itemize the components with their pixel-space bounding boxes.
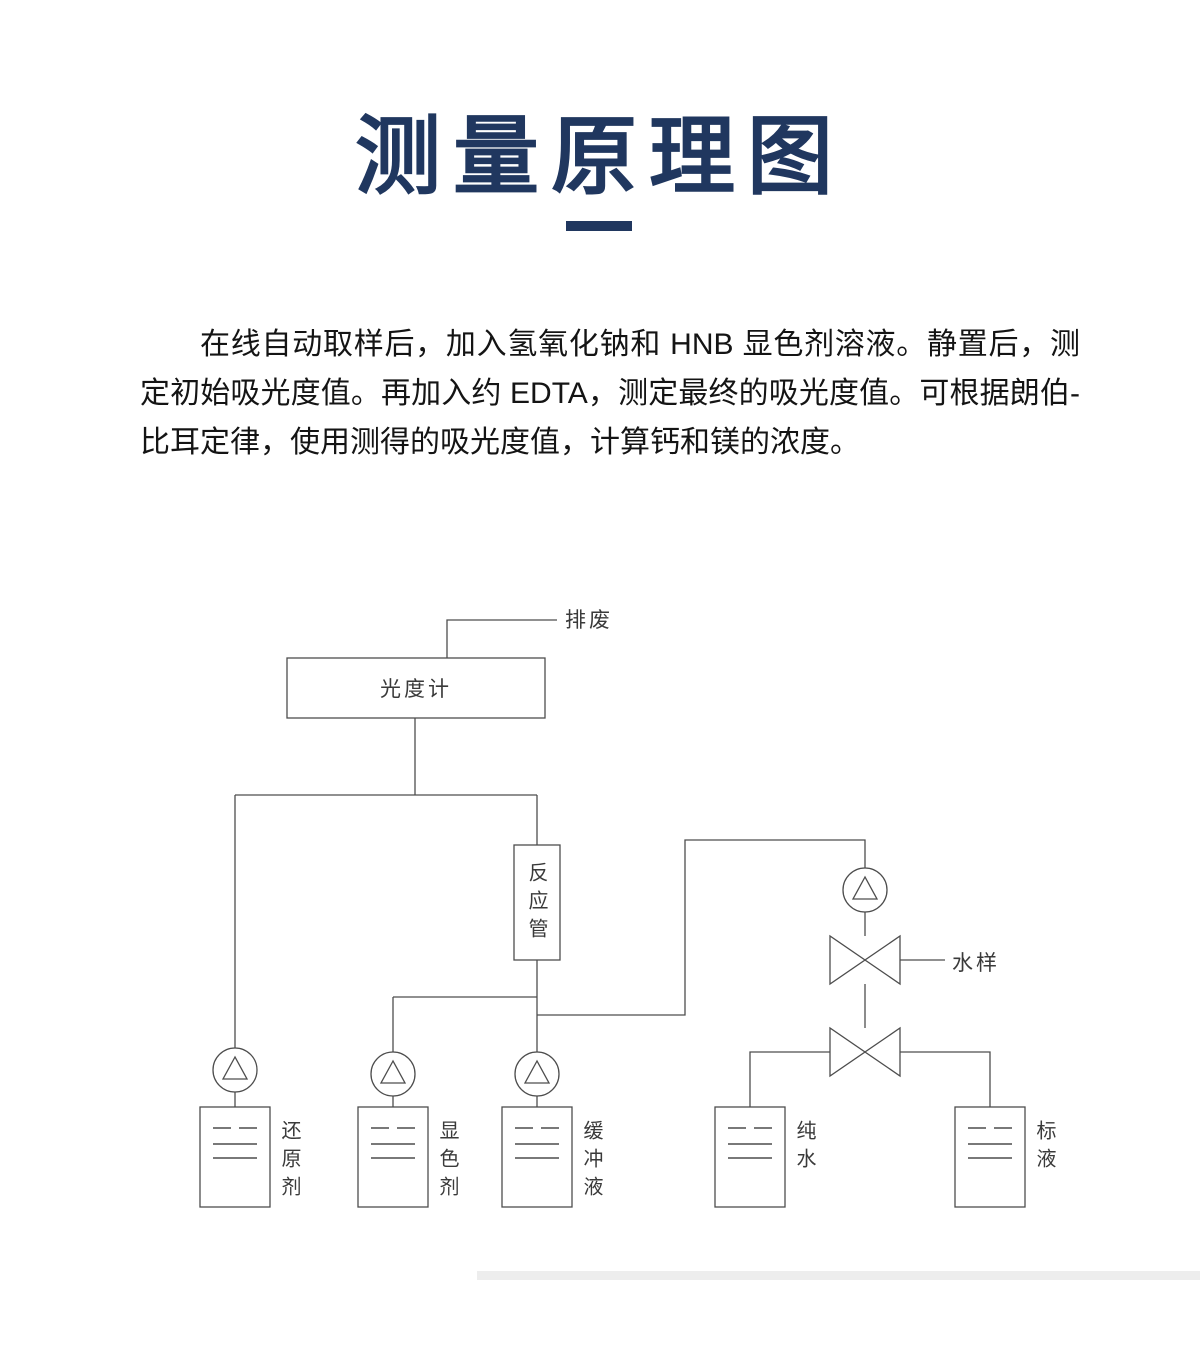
bottle-shape [501,1106,573,1208]
description-paragraph: 在线自动取样后，加入氢氧化钠和 HNB 显色剂溶液。静置后，测定初始吸光度值。再… [140,328,1080,459]
bottle-label-chromogenic: 显色剂 [436,1120,458,1204]
bottle-label-pure-water: 纯水 [793,1120,815,1176]
bottle-label-reducer: 还原剂 [278,1120,300,1204]
pure-water-pipe [749,1051,830,1107]
title-divider [566,221,632,231]
valve-icon [829,934,901,986]
bottle-label-buffer: 缓冲液 [580,1120,602,1204]
bottle-shape [954,1106,1026,1208]
pump-icon [514,1051,560,1097]
pump-icon [370,1051,416,1097]
water-sample-label: 水样 [952,952,1000,975]
bottle-shape [714,1106,786,1208]
standard-pipe [900,1051,991,1107]
pump-icon [842,867,888,913]
waste-pipe [446,619,557,658]
page-title: 测量原理图 [355,109,845,205]
bottle-label-standard: 标液 [1033,1120,1055,1176]
sample-loop-pipe [537,839,866,1016]
waste-label: 排废 [565,609,613,632]
pump-icon [212,1047,258,1093]
valve-icon [829,1026,901,1078]
reaction-tube-label: 反应管 [525,862,547,946]
bottle-shape [199,1106,271,1208]
photometer-label: 光度计 [380,678,452,701]
bottle-shape [357,1106,429,1208]
bottom-section-edge [477,1271,1200,1280]
